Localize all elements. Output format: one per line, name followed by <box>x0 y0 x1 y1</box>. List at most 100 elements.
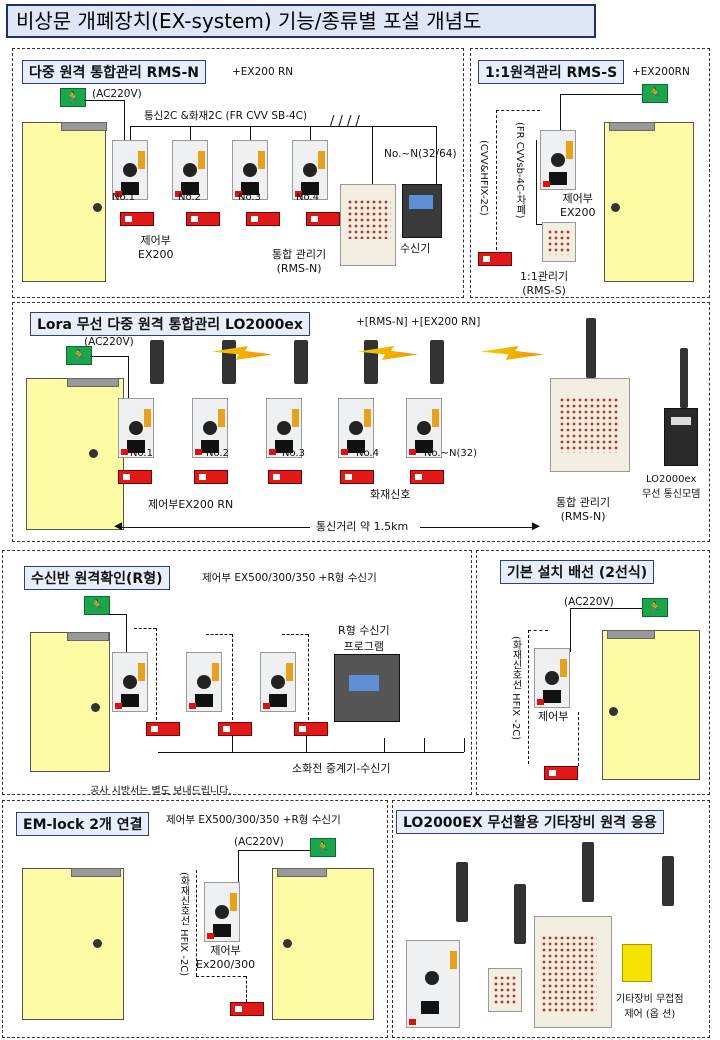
no-label: No.2 <box>178 192 201 203</box>
controller-no3 <box>266 398 302 458</box>
door <box>22 868 124 1020</box>
r-type-suffix: 제어부 EX500/300/350 +R형 수신기 <box>202 572 377 584</box>
wire-label: (CVV&HFIX-2C) <box>478 140 489 216</box>
controller <box>112 652 148 712</box>
relay-bus <box>158 752 464 753</box>
antenna-icon <box>294 340 308 384</box>
fire-signal-label: 화재신호 <box>370 488 411 501</box>
r-type-receiver <box>334 654 400 722</box>
door <box>602 630 700 780</box>
relay-device-icon <box>622 944 652 982</box>
exit-sign-icon: 🏃 <box>60 88 86 107</box>
controller <box>534 648 570 708</box>
antenna-icon <box>150 340 164 384</box>
arrow-right-icon: ▶ <box>532 520 541 532</box>
em-lock-icon <box>306 212 340 226</box>
lora-suffix: +[RMS-N] +[EX200 RN] <box>356 316 481 328</box>
antenna-icon <box>430 340 444 384</box>
wire-label: (FR CVVsb-4C-차폐) <box>514 122 525 219</box>
controller-label: 제어부 EX200 <box>560 192 596 219</box>
controller <box>204 882 240 942</box>
controller-no1 <box>112 140 148 200</box>
receiver-label: 수신기 <box>400 242 431 255</box>
antenna-icon <box>222 340 236 384</box>
em-lock-icon <box>186 212 220 226</box>
panel-r-type <box>2 550 472 795</box>
em-lock-icon <box>340 470 374 484</box>
rms-n-suffix: +EX200 RN <box>232 66 294 78</box>
ac-label: (AC220V) <box>564 596 614 608</box>
wire-label: (화재신호선 HFIX -2C) <box>510 636 521 741</box>
controller <box>540 130 576 190</box>
no-n-label: No.~N(32/64) <box>384 148 457 160</box>
distance-label: 통신거리 약 1.5km <box>316 520 409 533</box>
panel-title-basic: 기본 설치 배선 (2선식) <box>500 560 655 584</box>
panel-title-em-lock: EM-lock 2개 연결 <box>16 812 150 836</box>
no-label: No.2 <box>206 448 229 459</box>
controller <box>186 652 222 712</box>
door <box>272 868 374 1020</box>
no-label: No.3 <box>238 192 261 203</box>
ac-label: (AC220V) <box>92 88 142 100</box>
rms-s-suffix: +EX200RN <box>632 66 690 78</box>
manager-label: 통합 관리기 (RMS-N) <box>272 248 327 275</box>
rms-s-manager <box>542 222 576 262</box>
em-lock-icon <box>410 470 444 484</box>
controller-no1 <box>118 398 154 458</box>
distance-arrow <box>120 527 310 528</box>
controller-label: 제어부 <box>538 710 569 723</box>
exit-sign-icon: 🏃 <box>642 598 668 617</box>
door <box>604 122 694 282</box>
manager-label: 통합 관리기 (RMS-N) <box>556 496 611 523</box>
no-label: No.~N(32) <box>424 448 477 459</box>
controller-no4 <box>292 140 328 200</box>
rms-n-manager <box>550 378 630 472</box>
page-title: 비상문 개폐장치(EX-system) 기능/종류별 포설 개념도 <box>6 4 596 38</box>
em-lock-icon <box>544 766 578 780</box>
controller-no4 <box>338 398 374 458</box>
no-label: No.1 <box>112 192 135 203</box>
modem-label: LO2000ex 무선 통신모뎀 <box>642 474 701 500</box>
other-device-label: 기타장비 무접점 제어 (옵 션) <box>616 994 684 1020</box>
relay-label: 소화전 중계기-수신기 <box>292 762 391 775</box>
panel-lo2000ex <box>392 800 710 1038</box>
no-label: No.4 <box>296 192 319 203</box>
door <box>26 378 124 530</box>
controller-no-n <box>406 398 442 458</box>
ac-label: (AC220V) <box>234 836 284 848</box>
wireless-modem <box>664 408 698 466</box>
door <box>30 632 110 772</box>
exit-sign-icon: 🏃 <box>642 84 668 103</box>
exit-sign-icon: 🏃 <box>84 596 110 615</box>
cable-break: / / / / <box>330 114 360 129</box>
em-lock-icon <box>146 722 180 736</box>
antenna-icon <box>586 318 596 378</box>
exit-sign-icon: 🏃 <box>310 838 336 857</box>
panel-rms-s <box>470 48 710 298</box>
panel-title-rms-n: 다중 원격 통합관리 RMS-N <box>22 60 206 84</box>
note-label: 공사 시방서는 별도 보내드립니다. <box>90 786 232 797</box>
controller-label: 제어부 EX200 <box>138 234 174 261</box>
panel-title-rms-s: 1:1원격관리 RMS-S <box>478 60 625 84</box>
panel-title-lora: Lora 무선 다중 원격 통합관리 LO2000ex <box>30 312 310 336</box>
antenna-icon <box>582 842 594 902</box>
controller-no2 <box>192 398 228 458</box>
panel-basic <box>476 550 710 795</box>
ac-label: (AC220V) <box>84 336 134 348</box>
door <box>22 122 107 282</box>
antenna-icon <box>680 348 688 408</box>
em-lock-icon <box>120 212 154 226</box>
controller <box>406 940 460 1028</box>
controller-label: 제어부 Ex200/300 <box>196 944 256 971</box>
em-lock-icon <box>118 470 152 484</box>
no-label: No.3 <box>282 448 305 459</box>
em-lock-icon <box>294 722 328 736</box>
wire-label: (화재신호선 HFIX -2C) <box>178 872 189 977</box>
panel-em-lock <box>2 800 388 1038</box>
comm-wire-label: 통신2C &화재2C (FR CVV SB-4C) <box>144 110 308 122</box>
receiver <box>402 184 442 238</box>
antenna-icon <box>662 856 674 906</box>
panel-title-lo2000ex: LO2000EX 무선활용 기타장비 원격 응용 <box>396 810 664 834</box>
controller <box>260 652 296 712</box>
em-lock-suffix: 제어부 EX500/300/350 +R형 수신기 <box>166 814 341 826</box>
